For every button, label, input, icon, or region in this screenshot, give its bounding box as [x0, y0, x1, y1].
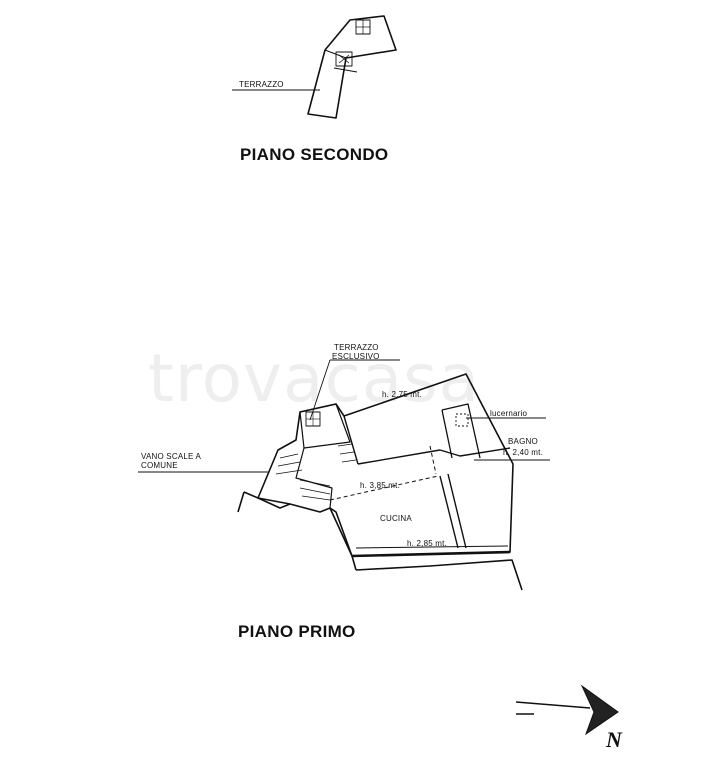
cucina-height: h. 2,85 mt.	[407, 539, 447, 548]
vano-scale-label-2: COMUNE	[141, 461, 178, 470]
terrazzo-esclusivo-label-1: TERRAZZO	[334, 343, 379, 352]
bagno-height: h. 2,40 mt.	[503, 448, 543, 457]
mid-room-height: h. 3,85 mt.	[360, 481, 400, 490]
lucernario-label: lucernario	[490, 409, 528, 418]
upper-room-height: h. 2,75 mt.	[382, 390, 422, 399]
north-label: N	[606, 727, 622, 752]
first-floor-plan	[237, 373, 523, 591]
terrazzo-label: TERRAZZO	[239, 80, 284, 89]
piano-primo-title: PIANO PRIMO	[238, 622, 356, 641]
piano-secondo-title: PIANO SECONDO	[240, 145, 389, 164]
watermark: trovacasa	[148, 340, 481, 417]
terrazzo-esclusivo-label-2: ESCLUSIVO	[332, 352, 380, 361]
second-floor-plan	[307, 15, 397, 119]
north-arrow	[515, 684, 619, 736]
bagno-label: BAGNO	[508, 437, 538, 446]
vano-scale-label-1: VANO SCALE A	[141, 452, 202, 461]
cucina-label: CUCINA	[380, 514, 412, 523]
